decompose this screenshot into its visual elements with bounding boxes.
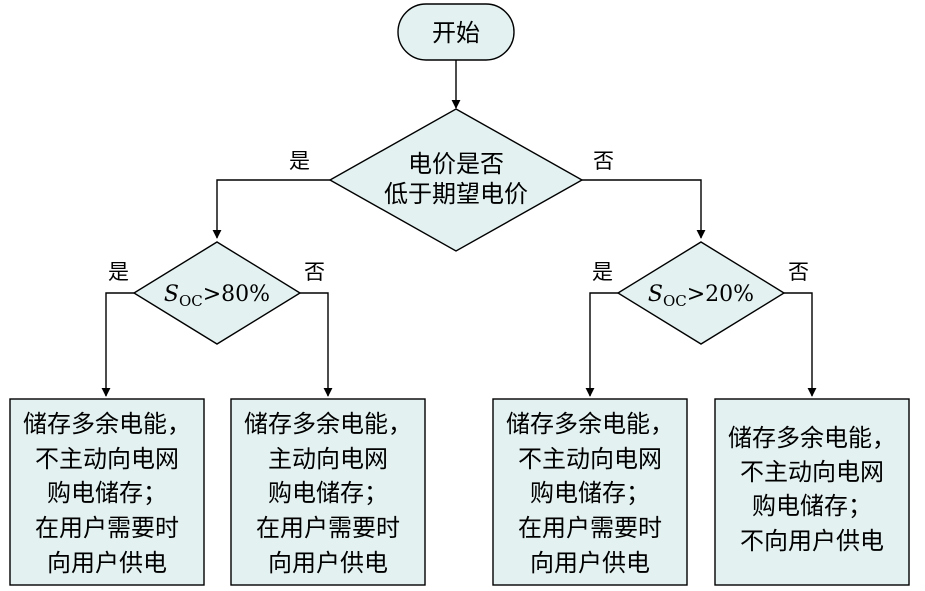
decision-soc-20-label: SOC>20% (648, 282, 754, 310)
edge-soc80-yes (101, 292, 134, 397)
label-soc80-no: 否 (304, 260, 325, 284)
outcome-box-1: 储存多余电能， 不主动向电网 购电储存； 在用户需要时 向用户供电 (9, 398, 205, 586)
decision-price: 电价是否 低于期望电价 (328, 108, 584, 252)
decision-price-line-2: 低于期望电价 (384, 180, 528, 208)
edge-soc80-no (300, 292, 333, 397)
label-price-yes: 是 (289, 149, 310, 173)
edge-price-no (582, 179, 706, 239)
start-label: 开始 (432, 19, 480, 47)
outcome-2-line-3: 购电储存； (268, 479, 388, 507)
decision-price-line-1: 电价是否 (408, 150, 504, 178)
outcome-1-line-1: 储存多余电能， (23, 410, 191, 438)
outcome-2-line-2: 主动向电网 (268, 445, 388, 473)
outcome-2-line-5: 向用户供电 (268, 549, 388, 577)
label-soc20-yes: 是 (592, 260, 613, 284)
outcome-4-line-3: 购电储存； (752, 492, 872, 520)
outcome-2-line-1: 储存多余电能， (244, 410, 412, 438)
outcome-3-line-2: 不主动向电网 (518, 445, 662, 473)
outcome-3-line-3: 购电储存； (530, 479, 650, 507)
edge-price-yes (212, 179, 330, 239)
outcome-4-line-2: 不主动向电网 (740, 458, 884, 486)
outcome-3-line-4: 在用户需要时 (518, 514, 662, 542)
outcome-box-3: 储存多余电能， 不主动向电网 购电储存； 在用户需要时 向用户供电 (492, 398, 688, 586)
outcome-1-line-3: 购电储存； (47, 479, 167, 507)
outcome-1-line-2: 不主动向电网 (35, 445, 179, 473)
label-soc80-yes: 是 (108, 260, 129, 284)
decision-soc-80-label: SOC>80% (164, 282, 270, 310)
outcome-1-line-5: 向用户供电 (47, 549, 167, 577)
decision-soc-80: SOC>80% (132, 241, 302, 345)
decision-soc-20: SOC>20% (616, 241, 786, 345)
outcome-2-line-4: 在用户需要时 (256, 514, 400, 542)
outcome-1-line-4: 在用户需要时 (35, 514, 179, 542)
outcome-box-2: 储存多余电能， 主动向电网 购电储存； 在用户需要时 向用户供电 (230, 398, 426, 586)
outcome-4-line-4: 不向用户供电 (740, 527, 884, 555)
start-node: 开始 (397, 3, 515, 61)
outcome-3-line-5: 向用户供电 (530, 549, 650, 577)
outcome-box-4: 储存多余电能， 不主动向电网 购电储存； 不向用户供电 (714, 398, 910, 586)
label-soc20-no: 否 (788, 260, 809, 284)
edge-soc20-yes (585, 292, 618, 397)
outcome-4-line-1: 储存多余电能， (728, 424, 896, 452)
outcome-3-line-1: 储存多余电能， (506, 410, 674, 438)
label-price-no: 否 (593, 149, 614, 173)
edge-soc20-no (784, 292, 817, 397)
